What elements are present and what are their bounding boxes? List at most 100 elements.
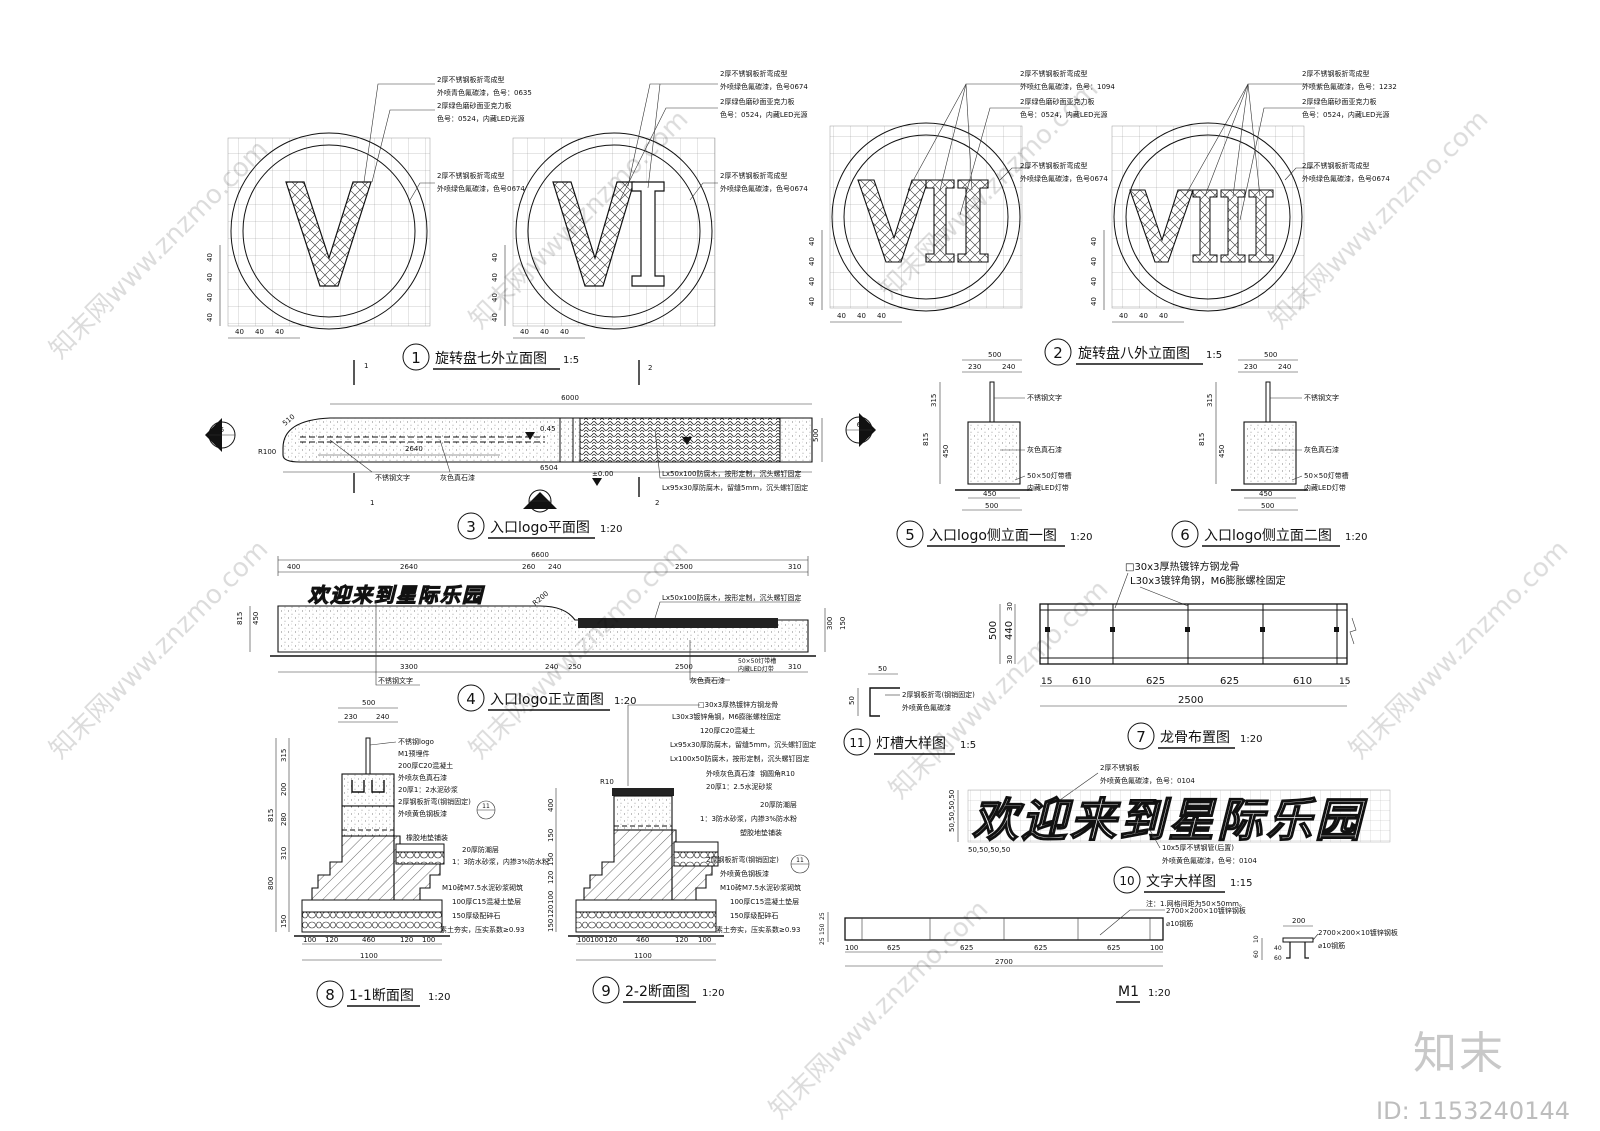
front-note-wood: Lx50x100防腐木，按形定制，沉头螺钉固定: [662, 593, 801, 602]
textdetail-grid-note: 注：1.网格间距为50×50mm。: [1146, 899, 1246, 908]
title-7: 7 龙骨布置图 1:20: [1127, 722, 1262, 750]
title-3: 3 入口logo平面图 1:20: [457, 512, 622, 540]
frame-span-1: 15: [1041, 677, 1052, 687]
m1-h-3: 25: [819, 937, 826, 945]
front-right-dim-1: 300: [826, 617, 834, 630]
titlem1-name: M1: [1118, 984, 1139, 1000]
sec1-note-10: 1：3防水砂浆，内掺3%防水粉: [452, 857, 549, 866]
dial3-dim-v1: 40: [808, 237, 816, 246]
textdetail-slogan: 欢迎来到星际乐园: [972, 793, 1368, 847]
dial4-note-2: 外喷紫色氟碳漆，色号：1232: [1302, 82, 1397, 91]
sec2-note-11: 塑胶地垫铺装: [740, 828, 782, 837]
side1-h2: 815: [922, 433, 930, 446]
m1-total: 2700: [995, 958, 1013, 966]
sec2-note-8: 20厚1：2.5水泥砂浆: [706, 782, 773, 791]
sec1-note-3: 200厚C20混凝土: [398, 761, 453, 770]
sec2-note-15: 100厚C15混凝土垫层: [730, 897, 799, 906]
dial1-note-1: 2厚不锈钢板折弯成型: [437, 75, 504, 84]
side2-bot-a: 450: [1259, 490, 1272, 498]
plan-note-stone: 灰色真石漆: [440, 473, 475, 482]
letter-viii-i3-glyph: [1248, 189, 1274, 263]
side2-h3: 450: [1218, 445, 1226, 458]
m1-span-2: 625: [887, 944, 900, 952]
frame-span-2: 610: [1072, 676, 1091, 687]
front-bot-dim-2: 240: [545, 663, 558, 671]
title-8: 8 1-1断面图 1:20: [316, 980, 450, 1008]
dial3-dim-v4: 40: [808, 297, 816, 306]
m1-span-3: 625: [960, 944, 973, 952]
section-1-1-drawing: 500 230 240 815 315 200 280 310 800 150 …: [267, 699, 549, 961]
sec2-note-1: □30x3厚热镀锌方钢龙骨: [698, 700, 778, 709]
dial2-note-4: 色号：0524，内藏LED光源: [720, 110, 808, 119]
slot-note-1: 2厚钢板折弯(钢销固定): [902, 690, 975, 699]
sec2-bot-total: 1100: [634, 952, 652, 960]
side2-bot-b: 500: [1261, 502, 1274, 510]
title5-scale: 1:20: [1070, 532, 1092, 543]
plan-radius: R100: [258, 448, 276, 456]
dial4-dim-v3: 40: [1090, 277, 1098, 286]
plan-cut2-bottom: 2: [655, 499, 659, 507]
plan-ref5-label: 5: [220, 426, 224, 434]
plan-note-wood2: Lx95x30厚防腐木，留缝5mm，沉头螺钉固定: [662, 483, 808, 492]
dial2-note-6: 外喷绿色氟碳漆，色号0674: [720, 184, 808, 193]
title2-scale: 1:5: [1206, 350, 1222, 361]
frame-dim-ha: 30: [1006, 602, 1014, 611]
title6-scale: 1:20: [1345, 532, 1367, 543]
textdetail-dims-v: 50,50,50,50: [948, 790, 956, 832]
sec1-bot-2: 120: [325, 936, 338, 944]
title9-number: 9: [601, 982, 611, 1000]
dial2-dim-v1: 40: [491, 253, 499, 262]
textdetail-note-2: 外喷黄色氟碳漆，色号：0104: [1100, 776, 1195, 785]
title9-name: 2-2断面图: [625, 984, 690, 1000]
dial2-note-5: 2厚不锈钢板折弯成型: [720, 171, 787, 180]
sec2-note-4: Lx95x30厚防腐木，留缝5mm，沉头螺钉固定: [670, 740, 816, 749]
sec2-note-13: 外喷黄色钢板漆: [720, 869, 769, 878]
m1-detail-w: 200: [1292, 917, 1305, 925]
side2-note-3: 50×50灯带槽: [1304, 471, 1349, 480]
front-top-dim-1: 400: [287, 563, 300, 571]
textdetail-dims-h: 50,50,50,50: [968, 846, 1010, 854]
side1-h1: 315: [930, 394, 938, 407]
dial2-note-2: 外喷绿色氟碳漆，色号0674: [720, 82, 808, 91]
sec1-note-12: 100厚C15混凝土垫层: [452, 897, 521, 906]
plan-dim-total: 6000: [561, 394, 579, 402]
title2-name: 旋转盘八外立面图: [1078, 345, 1190, 362]
m1-span-4: 625: [1034, 944, 1047, 952]
front-top-dim-2: 2640: [400, 563, 418, 571]
plan-ref-4: 4: [523, 489, 557, 513]
m1-h-1: 25: [819, 912, 826, 920]
dial2-dim-h2: 40: [540, 328, 549, 336]
dial3-dim-h3: 40: [877, 312, 886, 320]
sec2-note-5: Lx100x50防腐木，按形定制，沉头螺钉固定: [670, 754, 809, 763]
side2-top-a: 230: [1244, 363, 1257, 371]
slot-dim-w: 50: [878, 665, 887, 673]
title5-name: 入口logo侧立面一图: [929, 528, 1057, 544]
side2-h2: 815: [1198, 433, 1206, 446]
front-dim-total: 6600: [531, 551, 549, 559]
title7-scale: 1:20: [1240, 734, 1262, 745]
plan-dim-sub1: 2640: [405, 445, 423, 453]
m1-detail-c: 40: [1274, 945, 1282, 952]
side1-top: 500: [988, 351, 1001, 359]
sec1-left-3: 815: [267, 809, 275, 822]
dial1-dim-v1: 40: [206, 253, 214, 262]
sec2-bot-1: 100: [577, 936, 590, 944]
watermark-site-8: 知末网www.znzmo.com: [1344, 534, 1575, 765]
frame-note-1: □30x3厚热镀锌方钢龙骨: [1125, 560, 1239, 573]
dial4-note-5: 2厚不锈钢板折弯成型: [1302, 161, 1369, 170]
side2-top: 500: [1264, 351, 1277, 359]
sec2-bot-5: 120: [675, 936, 688, 944]
front-top-dim-3: 260: [522, 563, 535, 571]
sec2-note-9: 20厚防潮层: [760, 800, 797, 809]
letter-vii-i1-glyph: [925, 179, 955, 263]
side1-note-3: 50×50灯带槽: [1027, 471, 1072, 480]
frame-layout-drawing: □30x3厚热镀锌方钢龙骨 L30x3镀锌角钢，M6膨胀螺栓固定 500 30 …: [988, 560, 1357, 707]
sec2-radius: R10: [600, 778, 614, 786]
dial3-note-6: 外喷绿色氟碳漆，色号0674: [1020, 174, 1108, 183]
title-6: 6 入口logo侧立面二图 1:20: [1171, 520, 1367, 548]
dial4-note-3: 2厚绿色磨砂面亚克力板: [1302, 97, 1376, 106]
title8-number: 8: [325, 986, 335, 1004]
front-slogan: 欢迎来到星际乐园: [308, 583, 485, 607]
sec1-ref: 11: [482, 803, 490, 810]
